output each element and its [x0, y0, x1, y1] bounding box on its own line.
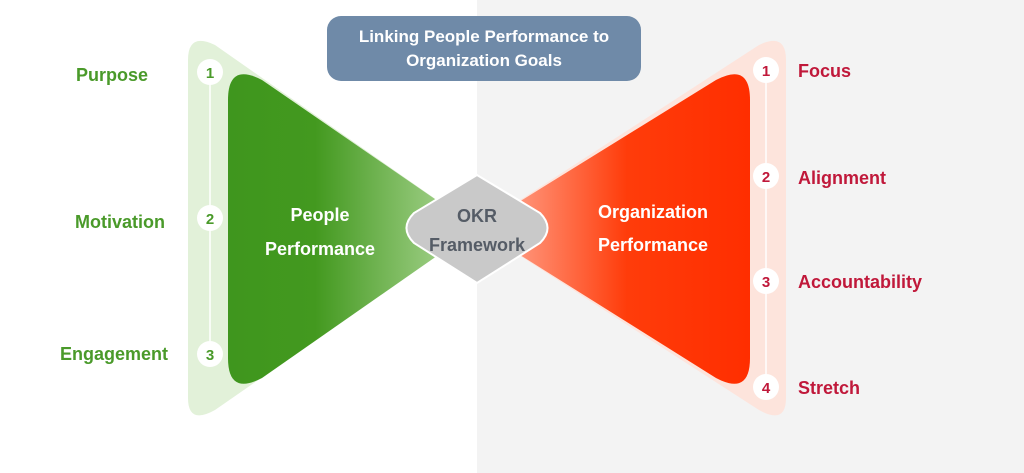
- right-item-label: Stretch: [798, 378, 860, 398]
- right-item-label: Focus: [798, 61, 851, 81]
- left-item-label: Purpose: [76, 65, 148, 85]
- people-label: People: [290, 205, 349, 225]
- left-item: 1 Purpose: [76, 59, 223, 85]
- diagram-title: Linking People Performance to Organizati…: [327, 16, 641, 81]
- organization-label: Organization: [598, 202, 708, 222]
- performance-label: Performance: [265, 239, 375, 259]
- right-item: 4 Stretch: [753, 374, 860, 400]
- left-item-label: Motivation: [75, 212, 165, 232]
- organization-performance-shape: [477, 74, 750, 384]
- right-item: 2 Alignment: [753, 163, 886, 189]
- title-line-1: Linking People Performance to: [358, 26, 610, 46]
- people-performance-shape: [228, 74, 477, 384]
- right-item-label: Alignment: [798, 168, 886, 188]
- okr-framework-diamond: [405, 173, 549, 285]
- left-item-number: 1: [206, 65, 214, 82]
- org-performance-label: Performance: [598, 235, 708, 255]
- right-item-number: 1: [762, 63, 770, 80]
- left-item-label: Engagement: [60, 344, 168, 364]
- right-item: 1 Focus: [753, 57, 851, 83]
- right-item-number: 3: [762, 274, 770, 291]
- right-item-number: 2: [762, 169, 770, 186]
- title-line-2: Organization Goals: [406, 50, 562, 70]
- right-item: 3 Accountability: [753, 268, 922, 294]
- right-item-label: Accountability: [798, 272, 922, 292]
- left-item-number: 2: [206, 211, 214, 228]
- okr-label: OKR: [457, 206, 497, 226]
- right-item-number: 4: [762, 380, 771, 397]
- left-item: 3 Engagement: [60, 341, 223, 367]
- left-item-number: 3: [206, 347, 214, 364]
- left-item: 2 Motivation: [75, 205, 223, 232]
- framework-label: Framework: [429, 235, 526, 255]
